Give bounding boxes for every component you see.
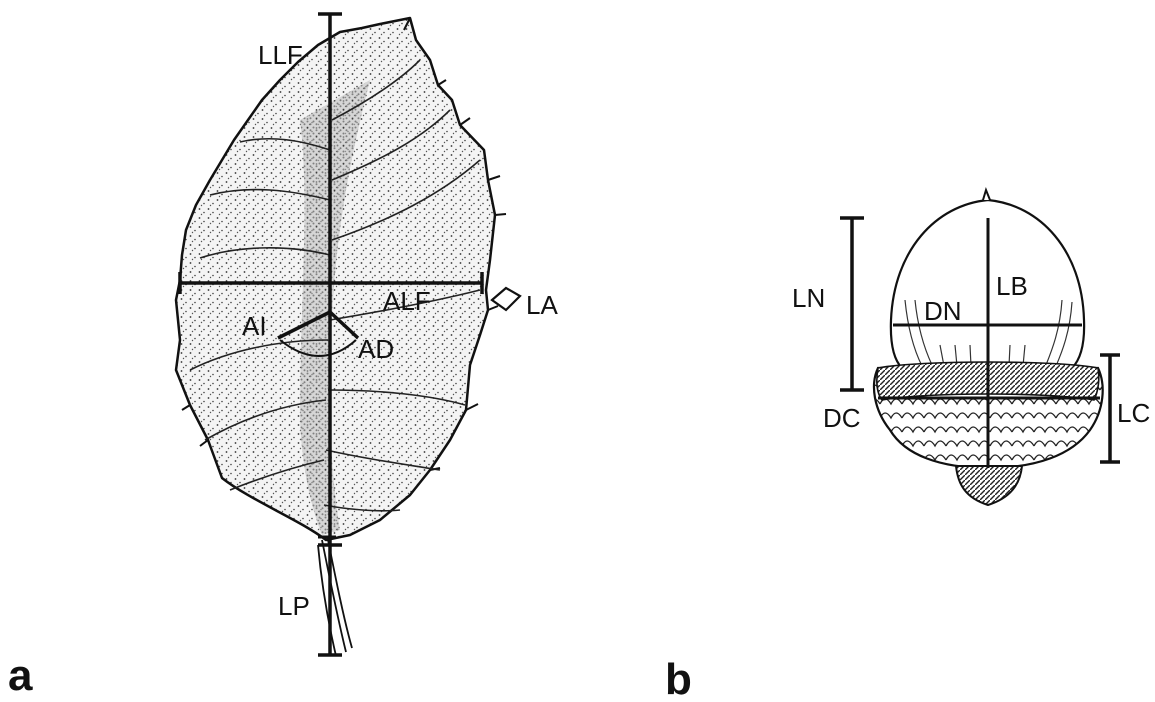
label-dn: DN (924, 296, 962, 326)
panel-letter-b: b (665, 655, 692, 697)
leaf-drawing (176, 18, 506, 656)
label-ad: AD (358, 334, 394, 364)
label-dc: DC (823, 403, 861, 433)
acorn-apex (983, 190, 990, 200)
label-llf: LLF (258, 40, 303, 70)
acorn-stalk (956, 466, 1022, 505)
label-la: LA (526, 290, 558, 320)
label-ln: LN (792, 283, 825, 313)
label-ai: AI (242, 311, 267, 341)
leaf-blade (176, 18, 495, 540)
label-lb: LB (996, 271, 1028, 301)
panel-letter-a: a (8, 651, 33, 697)
label-lp: LP (278, 591, 310, 621)
label-lc: LC (1117, 398, 1150, 428)
leaf-petiole (318, 540, 352, 656)
label-alf: ALF (383, 286, 431, 316)
